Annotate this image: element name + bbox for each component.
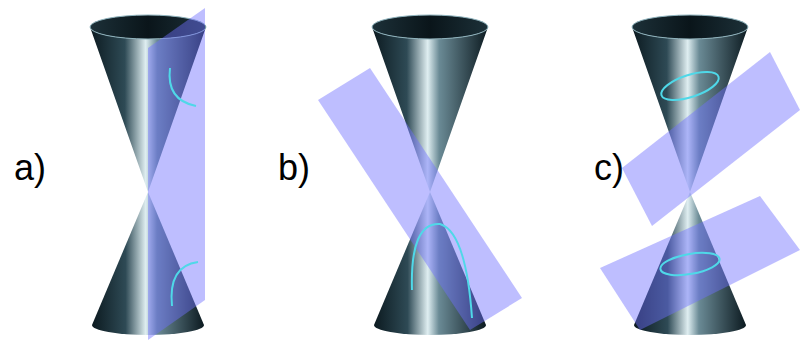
cutting-plane bbox=[318, 68, 522, 330]
parabola-curve bbox=[412, 224, 472, 318]
ellipse-curve bbox=[658, 66, 722, 105]
ellipse-curve bbox=[659, 249, 722, 279]
hyperbola-branch bbox=[170, 68, 196, 106]
figure-label: b) bbox=[278, 150, 310, 186]
hyperbola-branch bbox=[172, 262, 198, 306]
cutting-plane bbox=[600, 196, 800, 330]
figure-label: a) bbox=[14, 150, 46, 186]
cutting-plane bbox=[622, 52, 800, 226]
cutting-plane bbox=[148, 8, 205, 340]
figure-label: c) bbox=[594, 150, 624, 186]
